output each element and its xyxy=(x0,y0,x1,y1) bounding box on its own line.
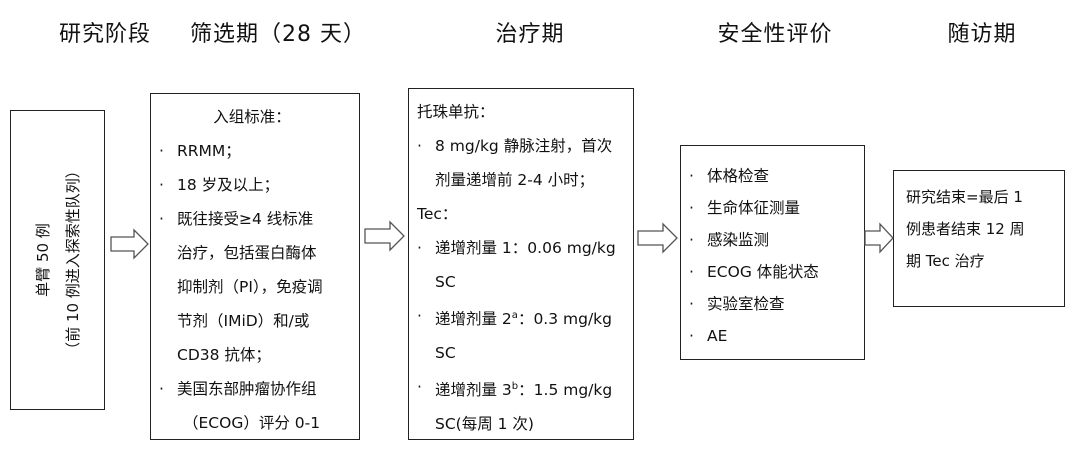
step-dose-2-route: SC xyxy=(435,344,456,363)
step-dose-3-value: ：1.5 mg/kg xyxy=(518,381,613,400)
inclusion-criteria-list: RRMM； 18 岁及以上； 既往接受≥4 线标准 治疗，包括蛋白酶体 抑制剂（… xyxy=(151,134,359,440)
safety-item: 生命体征测量 xyxy=(681,192,864,224)
step-dose-3-route: SC(每周 1 次) xyxy=(435,415,534,434)
step-dose-1-route: SC xyxy=(435,273,456,291)
study-arm-box: 单臂 50 例 （前 10 例进入探索性队列） xyxy=(10,110,105,410)
study-arm-text: 单臂 50 例 （前 10 例进入探索性队列） xyxy=(28,163,88,357)
header-followup: 随访期 xyxy=(947,22,1017,47)
safety-item: 实验室检查 xyxy=(681,288,864,320)
tec-label: Tec： xyxy=(417,205,458,223)
safety-item: ECOG 体能状态 xyxy=(681,256,864,288)
safety-box: 体格检查 生命体征测量 感染监测 ECOG 体能状态 实验室检查 AE xyxy=(680,145,865,360)
arrow-icon xyxy=(110,228,149,260)
inclusion-criteria-title: 入组标准： xyxy=(213,108,291,126)
followup-line: 例患者结束 12 周 xyxy=(906,220,1025,238)
criterion-cont: CD38 抗体； xyxy=(177,346,271,364)
criterion-item: 美国东部肿瘤协作组 xyxy=(151,372,359,406)
step-dose-2-value: ：0.3 mg/kg xyxy=(517,310,612,329)
tocilizumab-dose-cont: 剂量递增前 2-4 小时； xyxy=(435,171,595,189)
arrow-icon xyxy=(364,220,405,252)
safety-item: AE xyxy=(681,320,864,352)
followup-line: 期 Tec 治疗 xyxy=(906,252,985,270)
study-arm-line2: （前 10 例进入探索性队列） xyxy=(63,163,82,357)
criterion-cont: （ECOG）评分 0-1 xyxy=(183,414,321,432)
study-arm-line1: 单臂 50 例 xyxy=(33,223,52,297)
tocilizumab-label: 托珠单抗： xyxy=(417,103,495,121)
safety-list: 体格检查 生命体征测量 感染监测 ECOG 体能状态 实验室检查 AE xyxy=(681,160,864,352)
footnote-a: a xyxy=(511,310,518,321)
criterion-cont: 治疗，包括蛋白酶体 xyxy=(177,244,317,262)
followup-box: 研究结束=最后 1 例患者结束 12 周 期 Tec 治疗 xyxy=(893,170,1065,307)
header-study-phase: 研究阶段 xyxy=(58,22,151,47)
criterion-item: 18 岁及以上； xyxy=(151,168,359,202)
step-dose-3: 递增剂量 3b：1.5 mg/kg xyxy=(409,370,633,407)
criterion-item: RRMM； xyxy=(151,134,359,168)
step-dose-3-label: 递增剂量 3 xyxy=(435,381,512,400)
arrow-icon xyxy=(864,222,894,254)
arrow-icon xyxy=(637,222,678,254)
criterion-cont: 节剂（IMiD）和/或 xyxy=(177,312,310,330)
step-dose-2: 递增剂量 2a：0.3 mg/kg xyxy=(409,299,633,336)
header-screening: 筛选期（28 天） xyxy=(190,22,366,47)
followup-line: 研究结束=最后 1 xyxy=(906,188,1023,206)
criterion-cont: 抑制剂（PI），免疫调 xyxy=(177,278,323,296)
tec-dose-list: 递增剂量 1：0.06 mg/kg SC 递增剂量 2a：0.3 mg/kg S… xyxy=(409,231,633,441)
safety-item: 体格检查 xyxy=(681,160,864,192)
header-safety: 安全性评价 xyxy=(717,22,833,47)
screening-box: 入组标准： RRMM； 18 岁及以上； 既往接受≥4 线标准 治疗，包括蛋白酶… xyxy=(150,93,360,440)
tocilizumab-dose: 8 mg/kg 静脉注射，首次 xyxy=(409,129,633,163)
safety-item: 感染监测 xyxy=(681,224,864,256)
step-dose-2-label: 递增剂量 2 xyxy=(435,310,512,329)
footnote-b: b xyxy=(511,381,519,393)
criterion-item: 既往接受≥4 线标准 xyxy=(151,202,359,236)
tocilizumab-list: 8 mg/kg 静脉注射，首次 剂量递增前 2-4 小时； xyxy=(409,129,633,197)
step-dose-1: 递增剂量 1：0.06 mg/kg xyxy=(409,231,633,265)
treatment-box: 托珠单抗： 8 mg/kg 静脉注射，首次 剂量递增前 2-4 小时； Tec：… xyxy=(408,88,634,440)
header-treatment: 治疗期 xyxy=(495,22,565,47)
